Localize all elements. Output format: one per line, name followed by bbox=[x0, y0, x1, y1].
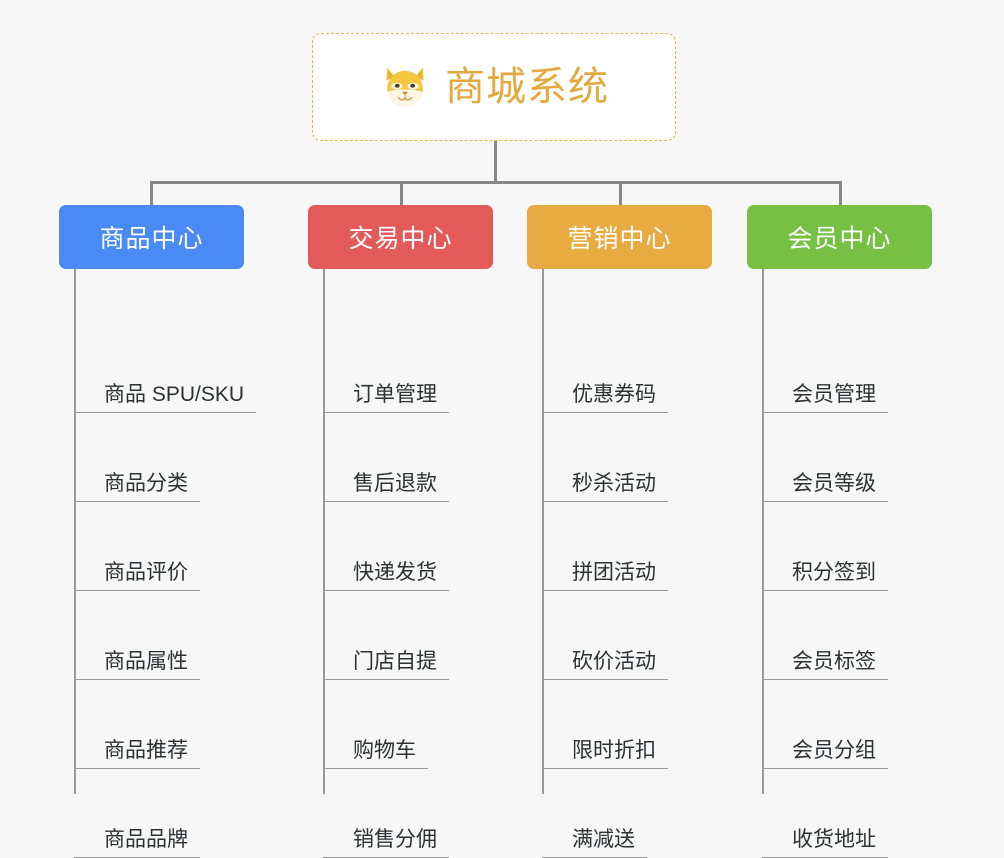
leaf-item[interactable]: 砍价活动 bbox=[542, 634, 668, 680]
branch-column-4: 会员中心会员管理会员等级积分签到会员标签会员分组收货地址 bbox=[747, 205, 932, 858]
leaf-item-label: 拼团活动 bbox=[572, 561, 656, 584]
drop-line-1 bbox=[150, 181, 153, 207]
drop-line-4 bbox=[839, 181, 842, 207]
branch-column-2: 交易中心订单管理售后退款快递发货门店自提购物车销售分佣 bbox=[308, 205, 493, 858]
leaf-item[interactable]: 积分签到 bbox=[762, 545, 888, 591]
leaf-item[interactable]: 会员标签 bbox=[762, 634, 888, 680]
leaf-item[interactable]: 快递发货 bbox=[323, 545, 449, 591]
leaf-item-label: 商品属性 bbox=[104, 650, 188, 673]
leaf-item-label: 商品推荐 bbox=[104, 739, 188, 762]
leaf-item-label: 商品品牌 bbox=[104, 828, 188, 851]
root-node[interactable]: 商城系统 bbox=[312, 33, 676, 141]
leaf-item[interactable]: 商品分类 bbox=[74, 456, 200, 502]
leaf-item[interactable]: 会员分组 bbox=[762, 723, 888, 769]
branch-column-3: 营销中心优惠券码秒杀活动拼团活动砍价活动限时折扣满减送 bbox=[527, 205, 712, 858]
leaf-item[interactable]: 秒杀活动 bbox=[542, 456, 668, 502]
leaf-item-label: 砍价活动 bbox=[572, 650, 656, 673]
leaf-item[interactable]: 会员等级 bbox=[762, 456, 888, 502]
branch-bus-line bbox=[150, 181, 842, 184]
leaf-item[interactable]: 售后退款 bbox=[323, 456, 449, 502]
branch-header-3[interactable]: 营销中心 bbox=[527, 205, 712, 269]
mindmap-canvas: 商城系统 商品中心商品 SPU/SKU 商品分类商品评价商品属性商品推荐商品品牌 交… bbox=[59, 33, 932, 858]
leaf-item[interactable]: 商品推荐 bbox=[74, 723, 200, 769]
leaf-item-label: 商品 SPU/SKU bbox=[104, 383, 245, 406]
leaf-item-label: 售后退款 bbox=[353, 472, 437, 495]
leaf-item-label: 会员标签 bbox=[792, 650, 876, 673]
leaf-item[interactable]: 收货地址 bbox=[762, 812, 888, 858]
branch-header-label: 交易中心 bbox=[348, 225, 453, 253]
leaf-item[interactable]: 商品 SPU/SKU bbox=[74, 367, 257, 413]
drop-line-2 bbox=[400, 181, 403, 207]
branch-header-label: 会员中心 bbox=[787, 225, 892, 253]
leaf-item-label: 订单管理 bbox=[353, 383, 437, 406]
branch-trunk-line bbox=[74, 269, 76, 794]
leaf-item-label: 销售分佣 bbox=[353, 828, 437, 851]
leaf-item[interactable]: 商品评价 bbox=[74, 545, 200, 591]
branch-header-label: 商品中心 bbox=[99, 225, 204, 253]
leaf-item-label: 收货地址 bbox=[792, 828, 876, 851]
root-title: 商城系统 bbox=[445, 65, 609, 109]
leaf-item[interactable]: 商品属性 bbox=[74, 634, 200, 680]
leaf-item[interactable]: 会员管理 bbox=[762, 367, 888, 413]
leaf-item[interactable]: 门店自提 bbox=[323, 634, 449, 680]
branch-header-label: 营销中心 bbox=[567, 225, 672, 253]
leaf-item-label: 限时折扣 bbox=[572, 739, 656, 762]
leaf-item[interactable]: 销售分佣 bbox=[323, 812, 449, 858]
leaf-item-label: 购物车 bbox=[353, 739, 416, 762]
leaf-item[interactable]: 满减送 bbox=[542, 812, 647, 858]
branch-header-4[interactable]: 会员中心 bbox=[747, 205, 932, 269]
leaf-item[interactable]: 订单管理 bbox=[323, 367, 449, 413]
leaf-item[interactable]: 优惠券码 bbox=[542, 367, 668, 413]
branch-trunk-line bbox=[762, 269, 764, 794]
leaf-item-label: 秒杀活动 bbox=[572, 472, 656, 495]
root-stem-line bbox=[494, 141, 497, 183]
leaf-item-label: 会员分组 bbox=[792, 739, 876, 762]
leaf-item-label: 商品评价 bbox=[104, 561, 188, 584]
leaf-item-label: 会员等级 bbox=[792, 472, 876, 495]
leaf-item-label: 优惠券码 bbox=[572, 383, 656, 406]
leaf-item-label: 商品分类 bbox=[104, 472, 188, 495]
shiba-dog-face-icon bbox=[386, 67, 424, 107]
drop-line-3 bbox=[619, 181, 622, 207]
branch-trunk-line bbox=[323, 269, 325, 794]
branch-header-2[interactable]: 交易中心 bbox=[308, 205, 493, 269]
leaf-item-label: 积分签到 bbox=[792, 561, 876, 584]
leaf-item[interactable]: 限时折扣 bbox=[542, 723, 668, 769]
leaf-item[interactable]: 商品品牌 bbox=[74, 812, 200, 858]
branch-column-1: 商品中心商品 SPU/SKU 商品分类商品评价商品属性商品推荐商品品牌 bbox=[59, 205, 257, 858]
leaf-item[interactable]: 拼团活动 bbox=[542, 545, 668, 591]
leaf-item-label: 门店自提 bbox=[353, 650, 437, 673]
leaf-item[interactable]: 购物车 bbox=[323, 723, 428, 769]
leaf-item-label: 会员管理 bbox=[792, 383, 876, 406]
leaf-item-label: 满减送 bbox=[572, 828, 635, 851]
leaf-item-label: 快递发货 bbox=[353, 561, 437, 584]
branch-trunk-line bbox=[542, 269, 544, 794]
branch-header-1[interactable]: 商品中心 bbox=[59, 205, 244, 269]
